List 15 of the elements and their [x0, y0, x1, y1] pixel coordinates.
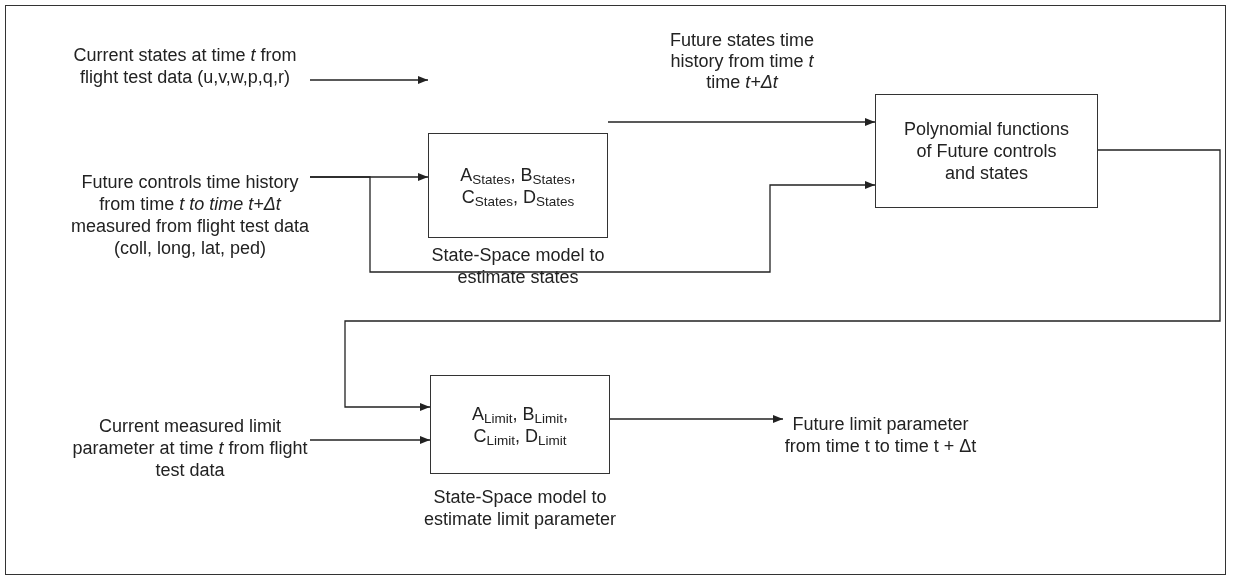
- input-text: Future controls time history from time t to time t+Δt measured from flight test data (coll, long, lat, ped): [70, 150, 310, 280]
- process-box: A$_{States}$, B$_{States}$, C$_{States}$, D$_{States}$: [428, 133, 608, 238]
- arrow: [309, 75, 429, 85]
- process-box: A$_{Limit}$, B$_{Limit}$, C$_{Limit}$, D$_{Limit}$: [430, 375, 610, 474]
- arrow: [309, 176, 876, 273]
- input-text: Future limit parameter from time t to time t + Δt: [783, 396, 978, 474]
- box-caption: State-Space model to estimate states: [430, 244, 606, 288]
- input-text: Current states at time t from flight test data (u,v,w,p,q,r): [60, 30, 310, 102]
- box-caption: State-Space model to estimate limit parameter: [422, 486, 618, 530]
- process-box: Polynomial functions of Future controls and states: [875, 94, 1098, 208]
- input-text: Current measured limit parameter at time t from flight test data: [70, 392, 310, 504]
- arrow: [609, 414, 784, 424]
- arrow: [309, 435, 431, 445]
- arrow: [607, 117, 876, 127]
- arrow: [344, 149, 1221, 412]
